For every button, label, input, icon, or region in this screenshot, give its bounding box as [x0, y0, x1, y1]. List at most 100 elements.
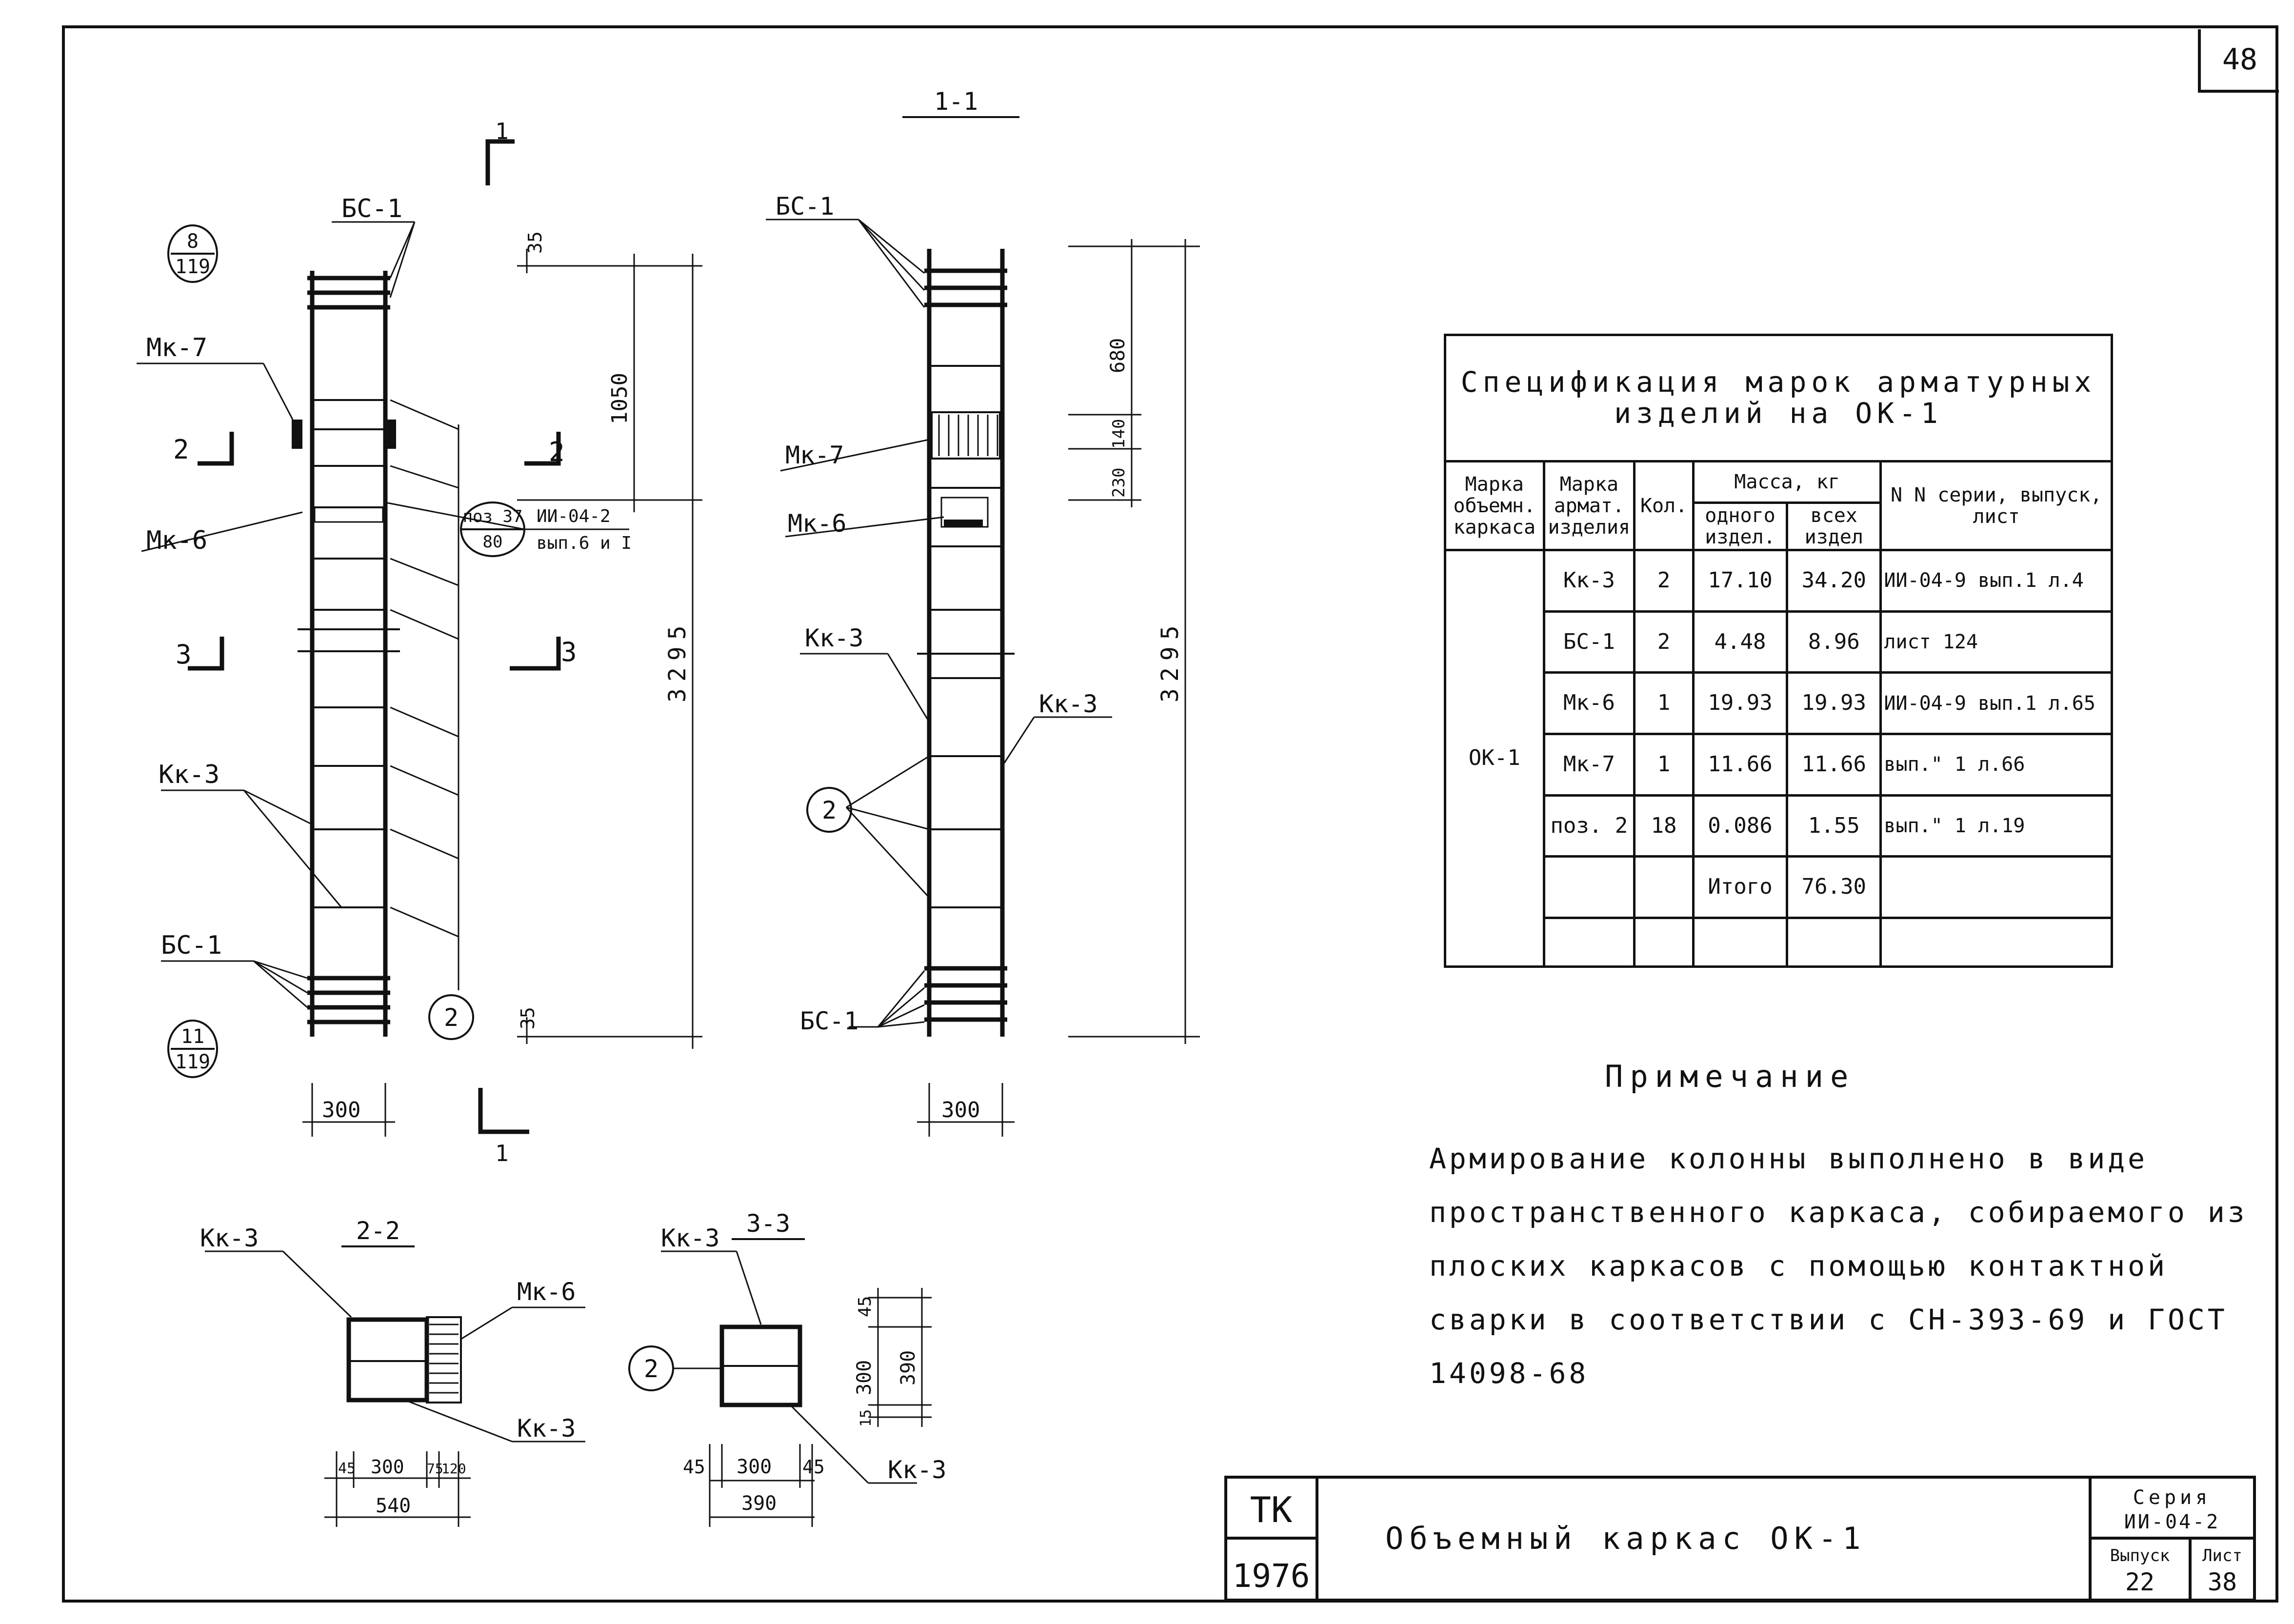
- label-kk3-top-22: Кк-3: [200, 1224, 259, 1252]
- dim-45-right-33: 45: [802, 1456, 825, 1478]
- label-kk3-bottom-22: Кк-3: [517, 1414, 576, 1443]
- empty-cell: [1879, 917, 2113, 968]
- row-mass-all: 34.20: [1786, 549, 1882, 613]
- spec-title: Спецификация марок арматурных изделий на…: [1444, 334, 2113, 462]
- row-qty: 1: [1633, 671, 1695, 735]
- callout-top-num: 8: [187, 230, 199, 253]
- dim-35-top: 35: [524, 231, 546, 254]
- callout-bottom-den: 119: [175, 1051, 210, 1073]
- row-mass-all: 8.96: [1786, 610, 1882, 674]
- note-title: Примечание: [1605, 1059, 1855, 1094]
- sheet-frame: [62, 25, 2278, 1603]
- stamp-title: Объемный каркас ОК-1: [1385, 1521, 1867, 1556]
- spec-table: Спецификация марок арматурных изделий на…: [1444, 334, 2113, 968]
- frame-mark-ok1: ОК-1: [1444, 549, 1545, 968]
- empty-cell: [1692, 917, 1789, 968]
- dim-140: 140: [1109, 419, 1129, 449]
- hdr-item-mark: Марка армат. изделия: [1542, 460, 1636, 551]
- total-blank: [1879, 855, 2113, 919]
- dim-300-v-33: 300: [853, 1360, 876, 1395]
- stamp-year: 1976: [1233, 1557, 1310, 1595]
- label-kk3-left: Кк-3: [159, 760, 219, 789]
- note-text: Армирование колонны выполнено в виде про…: [1429, 1142, 2248, 1390]
- row-ref: вып." 1 л.66: [1879, 732, 2113, 797]
- callout-bottom-num: 11: [181, 1025, 204, 1048]
- row-item: Мк-6: [1542, 671, 1636, 735]
- label-bc1-top-left: БС-1: [341, 194, 402, 223]
- stamp-issue-value: 22: [2125, 1568, 2154, 1596]
- dim-3295-left: 3295: [664, 619, 691, 702]
- stamp-org: ТК: [1250, 1489, 1293, 1530]
- dim-300-h-33: 300: [737, 1456, 772, 1478]
- left-view: Мк-7 Мк-6 Кк-3 БС-1 БС-1 8 119 11 119 2 …: [137, 118, 702, 1166]
- empty-cell: [1542, 917, 1636, 968]
- dim-230: 230: [1109, 468, 1129, 498]
- cut-3-right: 3: [561, 637, 577, 667]
- dim-300-left: 300: [322, 1098, 360, 1123]
- row-ref: ИИ-04-9 вып.1 л.65: [1879, 671, 2113, 735]
- label-bc1-bottom-left: БС-1: [161, 931, 222, 960]
- row-mass-one: 17.10: [1692, 549, 1789, 613]
- stamp-series-value: ИИ-04-2: [2124, 1511, 2220, 1533]
- row-mass-one: 4.48: [1692, 610, 1789, 674]
- ref-issue: вып.6 и I: [537, 533, 632, 553]
- label-kk3-right-11: Кк-3: [1039, 690, 1097, 718]
- section-1-1-title: 1-1: [934, 87, 978, 116]
- row-mass-one: 0.086: [1692, 794, 1789, 858]
- hdr-qty: Кол.: [1633, 460, 1695, 551]
- row-qty: 18: [1633, 794, 1695, 858]
- dim-45-left-33: 45: [683, 1456, 705, 1478]
- section-1-bottom-mark: 1: [495, 1140, 509, 1166]
- dim-390-h-33: 390: [741, 1492, 777, 1515]
- cut-2-left: 2: [173, 434, 189, 465]
- dim-45-22: 45: [338, 1460, 356, 1477]
- empty-cell: [1633, 917, 1695, 968]
- row-qty: 1: [1633, 732, 1695, 797]
- row-ref: вып." 1 л.19: [1879, 794, 2113, 858]
- pos-2-11: 2: [822, 796, 837, 824]
- section-3-3: 3-3 Кк-3 Кк-3 2 45 300 45 39: [628, 1209, 946, 1527]
- total-label: Итого: [1692, 855, 1789, 919]
- dim-1050: 1050: [607, 373, 632, 424]
- hdr-mass: Масса, кг: [1692, 460, 1882, 504]
- spec-title-line1: Спецификация марок арматурных: [1460, 365, 2096, 399]
- pos-2-33: 2: [644, 1355, 658, 1383]
- stamp-issue-label: Выпуск: [2110, 1546, 2170, 1565]
- section-2-2-title: 2-2: [356, 1217, 400, 1245]
- spec-title-line2: изделий на ОК-1: [1614, 397, 1943, 430]
- section-1-top-mark: 1: [495, 118, 509, 144]
- hdr-frame-mark: Марка объемн. каркаса: [1444, 460, 1545, 551]
- cut-3-left: 3: [176, 639, 192, 670]
- row-ref: лист 124: [1879, 610, 2113, 674]
- stamp-series-label: Серия: [2133, 1486, 2211, 1509]
- row-mass-one: 11.66: [1692, 732, 1789, 797]
- total-value: 76.30: [1786, 855, 1882, 919]
- dim-3295-11: 3295: [1157, 619, 1184, 702]
- row-item: Кк-3: [1542, 549, 1636, 613]
- cut-2-right: 2: [549, 437, 565, 467]
- dim-15-33: 15: [858, 1409, 875, 1427]
- label-mk6-left: Мк-6: [146, 526, 207, 555]
- hdr-mass-one: одного издел.: [1692, 501, 1789, 551]
- label-kk3-bottom-33: Кк-3: [888, 1456, 946, 1484]
- dim-45-top-33: 45: [855, 1296, 875, 1317]
- row-qty: 2: [1633, 610, 1695, 674]
- row-item: Мк-7: [1542, 732, 1636, 797]
- dim-35-bottom: 35: [517, 1007, 539, 1029]
- dim-120-22: 120: [441, 1461, 466, 1477]
- dim-540-22: 540: [376, 1495, 411, 1517]
- stamp-sheet-value: 38: [2208, 1568, 2237, 1596]
- row-mass-all: 1.55: [1786, 794, 1882, 858]
- row-mass-all: 19.93: [1786, 671, 1882, 735]
- empty-cell: [1786, 917, 1882, 968]
- pos-2-left: 2: [444, 1003, 459, 1032]
- row-mass-one: 19.93: [1692, 671, 1789, 735]
- row-mass-all: 11.66: [1786, 732, 1882, 797]
- hdr-series: N N серии, выпуск, лист: [1879, 460, 2113, 551]
- hdr-mass-all: всех издел: [1786, 501, 1882, 551]
- title-block: ТК 1976 Объемный каркас ОК-1 Серия ИИ-04…: [1224, 1476, 2256, 1602]
- dim-300-22: 300: [371, 1456, 404, 1478]
- ref-series: ИИ-04-2: [537, 506, 611, 526]
- label-kk3-top-33: Кк-3: [661, 1224, 719, 1252]
